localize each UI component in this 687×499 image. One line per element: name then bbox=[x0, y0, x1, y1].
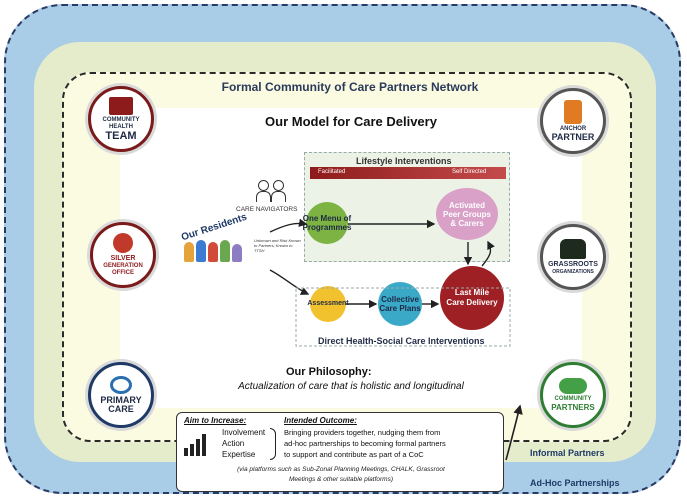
model-title: Our Model for Care Delivery bbox=[265, 114, 437, 129]
anchor-partner-logo: ANCHOR PARTNER bbox=[540, 88, 606, 154]
aim-item: Action bbox=[222, 439, 245, 448]
direct-interventions-title: Direct Health-Social Care Interventions bbox=[318, 336, 485, 346]
resident-to-menu-arrow bbox=[269, 218, 308, 233]
care-navigators-label: CARE NAVIGATORS bbox=[236, 206, 298, 213]
aim-item: Involvement bbox=[222, 428, 266, 437]
adhoc-partnerships-label: Ad-Hoc Partnerships bbox=[530, 478, 620, 488]
last-mile-bubble: Last Mile Care Delivery bbox=[440, 266, 504, 330]
raised-hands-icon bbox=[560, 239, 586, 259]
intended-title: Intended Outcome: bbox=[284, 416, 357, 425]
partner-label: OFFICE bbox=[112, 270, 134, 276]
aim-bracket bbox=[270, 428, 276, 460]
primary-care-logo: PRIMARY CARE bbox=[88, 362, 154, 428]
unknown-risk-note: Unknown and Risk Known to Partners; Know… bbox=[254, 238, 301, 253]
philosophy-title: Our Philosophy: bbox=[286, 366, 372, 378]
partner-label: SILVER bbox=[110, 255, 136, 262]
facilitated-label: Facilitated bbox=[318, 169, 346, 175]
resident-to-assessment-arrow bbox=[269, 269, 310, 295]
intended-line: to support and contribute as part of a C… bbox=[284, 450, 424, 459]
aim-item: Expertise bbox=[222, 450, 256, 459]
outcome-box bbox=[176, 412, 504, 492]
partner-label: HEALTH bbox=[109, 123, 133, 130]
assessment-bubble: Assessment bbox=[307, 286, 349, 322]
intended-line: ad-hoc partnerships to becoming formal p… bbox=[284, 439, 446, 448]
nudge-arrow bbox=[505, 404, 523, 461]
bar-chart-icon bbox=[184, 430, 212, 456]
peer-groups-bubble: Activated Peer Groups & Carers bbox=[436, 188, 498, 240]
partner-label: PARTNERS bbox=[551, 403, 595, 412]
one-menu-bubble: One Menu of Programmes bbox=[303, 202, 351, 244]
peer-groups-label: Activated Peer Groups & Carers bbox=[442, 200, 491, 228]
partner-label: COMMUNITY bbox=[102, 116, 140, 123]
self-directed-label: Self Directed bbox=[452, 169, 487, 175]
residents-people-icon bbox=[184, 236, 244, 264]
silver-generation-office-logo: SILVER GENERATION OFFICE bbox=[90, 222, 156, 288]
partner-label: GRASSROOTS bbox=[548, 261, 598, 268]
network-title: Formal Community of Care Partners Networ… bbox=[221, 80, 479, 94]
assessment-label: Assessment bbox=[307, 300, 349, 307]
facilitated-to-self-directed-arrow bbox=[310, 167, 506, 179]
aim-title: Aim to Increase: bbox=[184, 416, 247, 425]
partner-label: CARE bbox=[108, 404, 134, 414]
partner-label: GENERATION bbox=[103, 263, 143, 269]
informal-partners-label: Informal Partners bbox=[530, 448, 605, 458]
care-plans-bubble: Collective Care Plans bbox=[378, 282, 422, 326]
partner-label: TEAM bbox=[105, 129, 137, 142]
one-menu-label: One Menu of Programmes bbox=[302, 214, 352, 232]
handshake-icon bbox=[559, 378, 587, 394]
partner-label: ANCHOR bbox=[559, 126, 587, 132]
intended-line: Bringing providers together, nudging the… bbox=[284, 428, 441, 437]
stethoscope-icon bbox=[110, 376, 132, 394]
flow-arrows bbox=[269, 218, 511, 347]
care-navigators-icon bbox=[256, 180, 286, 202]
partner-label: ORGANIZATIONS bbox=[552, 269, 594, 275]
via-line: Meetings & other suitable platforms) bbox=[288, 476, 394, 483]
partner-label: PARTNER bbox=[551, 132, 595, 142]
community-partners-logo: COMMUNITY PARTNERS bbox=[540, 362, 606, 428]
community-health-team-logo: COMMUNITY HEALTH TEAM bbox=[88, 86, 154, 152]
flower-icon bbox=[113, 233, 133, 253]
grassroots-organizations-logo: GRASSROOTS ORGANIZATIONS bbox=[540, 224, 606, 290]
direct-interventions-frame bbox=[295, 287, 511, 347]
partner-label: COMMUNITY bbox=[554, 396, 592, 402]
building-icon bbox=[109, 96, 133, 115]
philosophy-text: Actualization of care that is holistic a… bbox=[238, 381, 464, 392]
via-line: (via platforms such as Sub-Zonal Plannin… bbox=[237, 466, 445, 473]
lifestyle-interventions-title: Lifestyle Interventions bbox=[356, 156, 452, 166]
last-mile-label: Last Mile Care Delivery bbox=[446, 288, 498, 307]
lastmile-to-peer-arrow bbox=[481, 240, 495, 267]
flag-person-icon bbox=[564, 100, 582, 124]
partner-label: PRIMARY bbox=[100, 395, 142, 405]
care-plans-label: Collective Care Plans bbox=[379, 295, 421, 313]
